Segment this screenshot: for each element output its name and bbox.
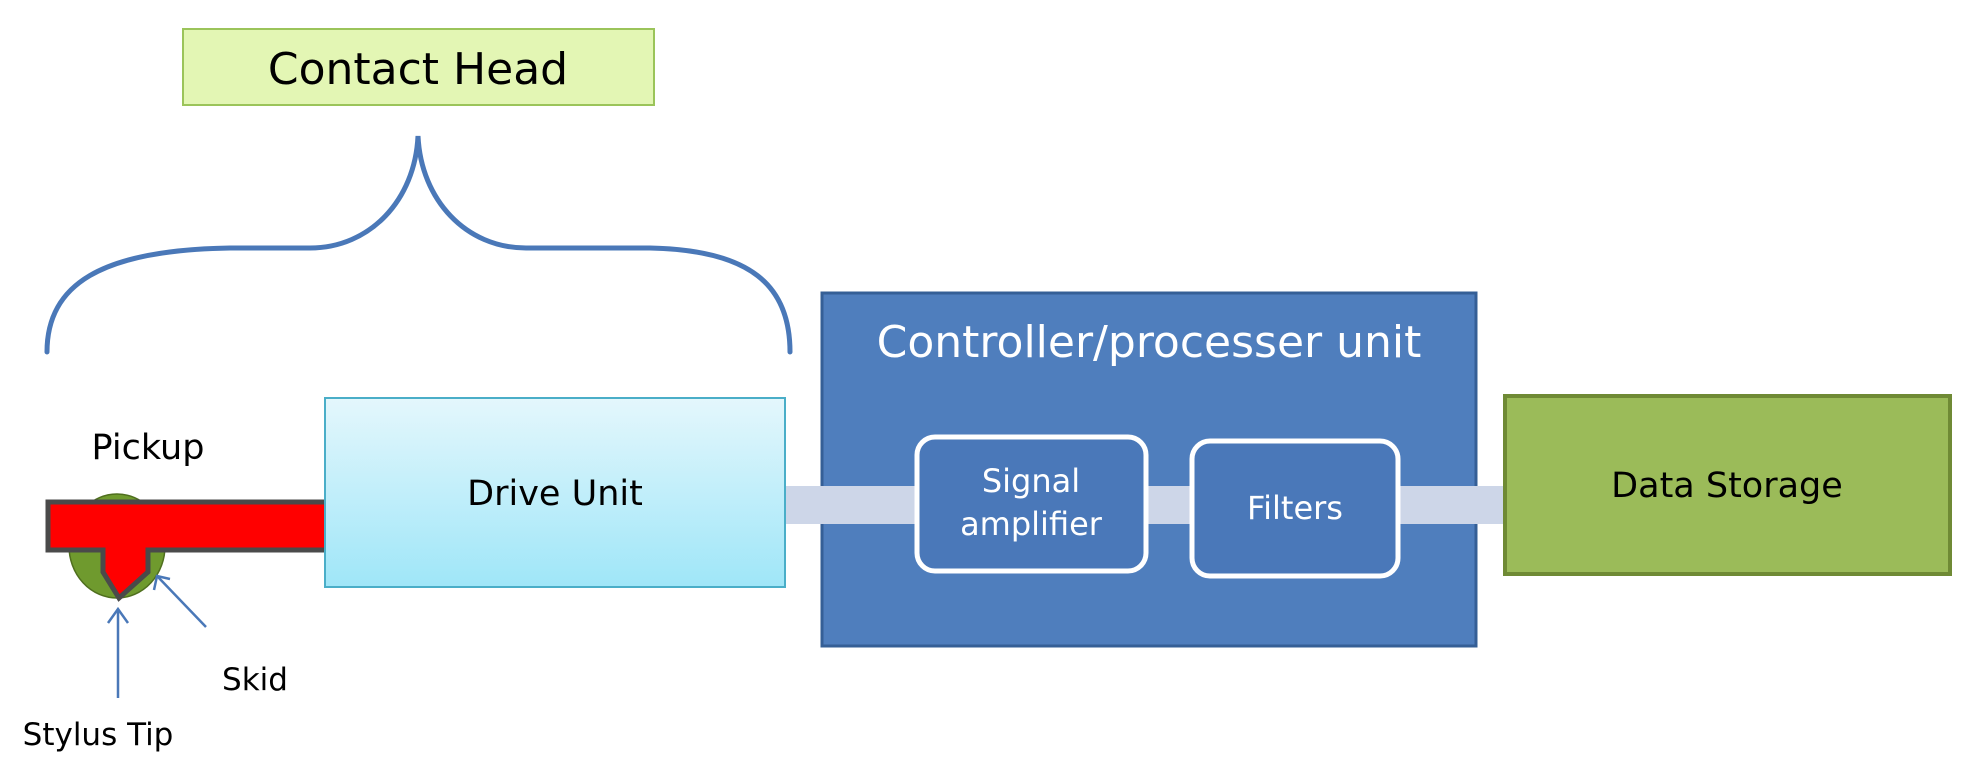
contact-head-label: Contact Head [268,44,568,95]
contact-head-brace [44,135,793,355]
controller-unit-label: Controller/processer unit [877,317,1422,368]
filters-box: Filters [1189,438,1401,579]
skid-pointer-arrow [152,574,207,628]
data-storage-box: Data Storage [1503,394,1952,576]
skid-label: Skid [222,662,288,698]
pickup-label: Pickup [92,428,205,468]
filters-label: Filters [1247,489,1343,527]
signal-amplifier-label-line2: amplifier [960,505,1103,543]
drive-unit-box: Drive Unit [324,397,786,588]
data-storage-label: Data Storage [1611,466,1843,506]
drive-unit-label: Drive Unit [467,474,643,514]
stylus-tip-label: Stylus Tip [23,717,174,753]
signal-amplifier-label-line1: Signal [982,462,1080,500]
signal-amplifier-box: Signal amplifier [914,434,1149,574]
contact-head-box: Contact Head [182,28,655,106]
stylus-tip-pointer-arrow [106,606,130,698]
